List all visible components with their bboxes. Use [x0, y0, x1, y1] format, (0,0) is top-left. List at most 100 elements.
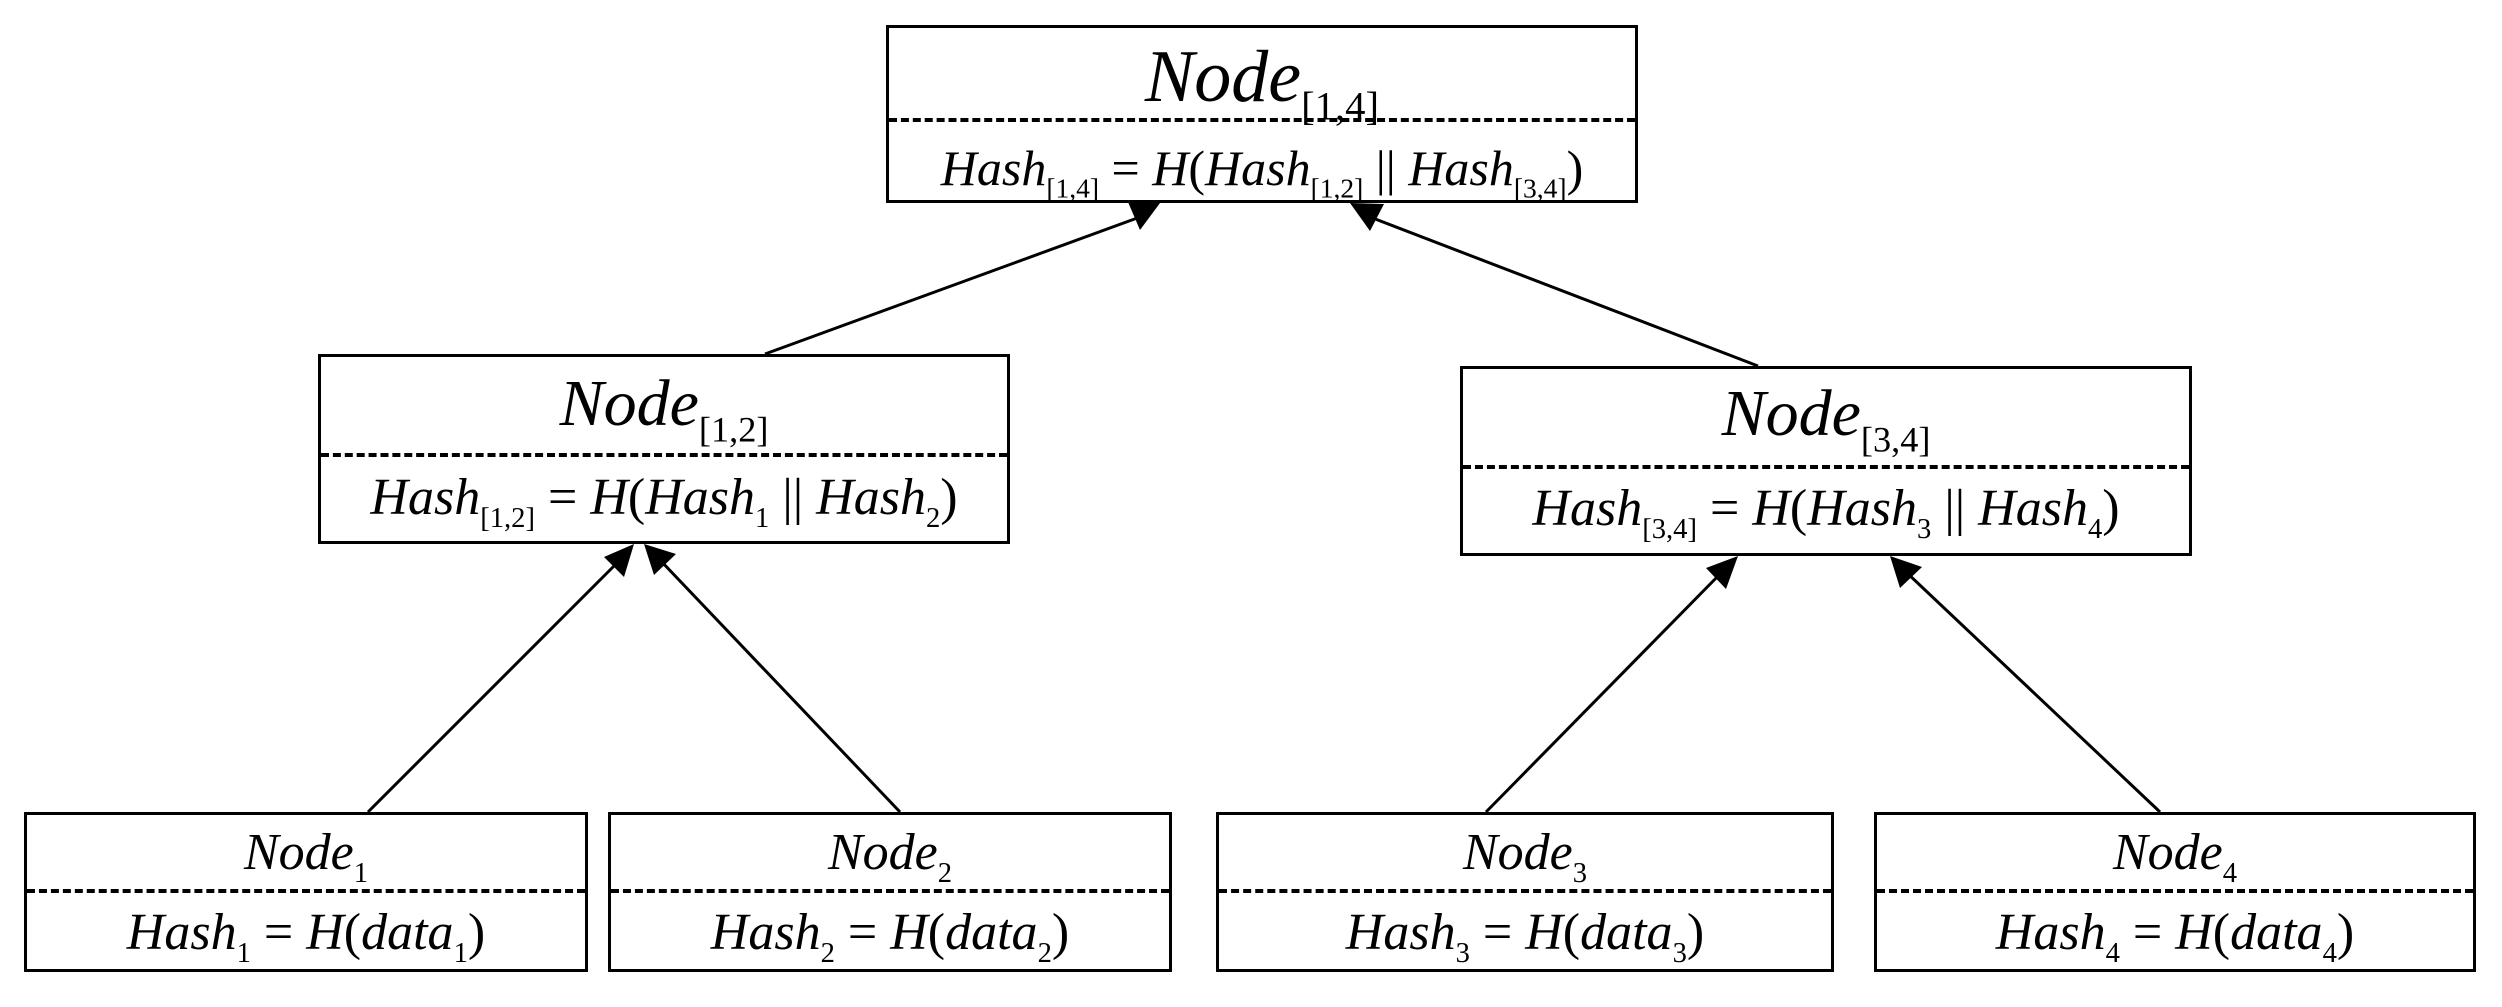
- formula-arg-a: Hash: [645, 469, 756, 526]
- formula-data-subscript: 2: [1037, 937, 1052, 969]
- formula-open-paren: (: [1188, 140, 1205, 196]
- formula-lhs-subscript: [1,2]: [480, 502, 536, 534]
- formula-hash-function: H: [590, 469, 628, 526]
- leaf-node-3-formula: Hash3 = H(data3): [1219, 907, 1831, 968]
- arrowhead-n4-to-n34: [1890, 556, 1922, 588]
- leaf-node-4: Node4 Hash4 = H(data4): [1874, 812, 2476, 972]
- formula-data-arg: data: [2230, 904, 2323, 961]
- leaf-subscript: 4: [2222, 857, 2238, 889]
- leaf-node-1-title: Node1: [27, 827, 585, 888]
- formula-equals: =: [847, 904, 878, 961]
- formula-lhs: Hash: [126, 904, 237, 961]
- node-1-2-divider: [321, 453, 1007, 457]
- leaf-label: Node: [2112, 824, 2223, 881]
- leaf-node-1: Node1 Hash1 = H(data1): [24, 812, 588, 972]
- formula-equals: =: [1482, 904, 1513, 961]
- formula-hash-function: H: [1752, 480, 1790, 537]
- leaf-subscript: 3: [1572, 857, 1588, 889]
- formula-equals: =: [1111, 140, 1140, 196]
- node-root-formula: Hash[1,4] = H(Hash[1,2] || Hash[3,4]): [889, 143, 1635, 202]
- formula-arg-b-subscript: 2: [925, 502, 941, 534]
- formula-lhs: Hash: [1532, 480, 1643, 537]
- formula-concat: ||: [1944, 480, 1966, 537]
- node-root: Node[1,4] Hash[1,4] = H(Hash[1,2] || Has…: [886, 25, 1638, 203]
- arrowhead-n1-to-n12: [604, 544, 634, 577]
- formula-arg-a: Hash: [1807, 480, 1918, 537]
- formula-data-subscript: 4: [2322, 937, 2337, 969]
- leaf-node-2-title: Node2: [611, 827, 1169, 888]
- formula-equals: =: [548, 469, 578, 526]
- formula-equals: =: [1710, 480, 1740, 537]
- leaf-node-4-title: Node4: [1877, 827, 2473, 888]
- leaf-node-1-divider: [27, 889, 585, 893]
- leaf-subscript: 2: [937, 857, 953, 889]
- formula-close-paren: ): [467, 904, 486, 961]
- formula-concat: ||: [1375, 140, 1396, 196]
- formula-arg-a-subscript: [1,2]: [1310, 172, 1364, 204]
- node-root-divider: [889, 118, 1635, 122]
- leaf-node-2-divider: [611, 889, 1169, 893]
- arrowhead-n3-to-n34: [1706, 556, 1738, 589]
- formula-close-paren: ): [1566, 140, 1584, 196]
- node-3-4-formula: Hash[3,4] = H(Hash3 || Hash4): [1463, 483, 2189, 544]
- leaf-subscript: 1: [353, 857, 369, 889]
- formula-arg-b: Hash: [1408, 140, 1514, 196]
- formula-equals: =: [263, 904, 294, 961]
- formula-close-paren: ): [1686, 904, 1705, 961]
- formula-close-paren: ): [2336, 904, 2355, 961]
- leaf-node-2: Node2 Hash2 = H(data2): [608, 812, 1172, 972]
- leaf-label: Node: [243, 824, 354, 881]
- formula-hash-function: H: [2175, 904, 2213, 961]
- formula-hash-function: H: [306, 904, 344, 961]
- leaf-label: Node: [827, 824, 938, 881]
- edge-n1-to-n12: [366, 558, 622, 814]
- formula-lhs: Hash: [710, 904, 821, 961]
- formula-arg-b: Hash: [1978, 480, 2088, 537]
- edge-n3-to-n34: [1484, 570, 1724, 814]
- formula-arg-b-subscript: 4: [2087, 513, 2103, 545]
- formula-hash-function: H: [1525, 904, 1563, 961]
- formula-close-paren: ): [2102, 480, 2120, 537]
- formula-arg-b: Hash: [816, 469, 926, 526]
- formula-lhs: Hash: [1995, 904, 2106, 961]
- node-1-2: Node[1,2] Hash[1,2] = H(Hash1 || Hash2): [318, 354, 1010, 544]
- formula-hash-function: H: [890, 904, 928, 961]
- node-root-title: Node[1,4]: [889, 40, 1635, 127]
- node-3-4-divider: [1463, 465, 2189, 469]
- arrowhead-n34-to-root: [1350, 203, 1384, 231]
- formula-lhs: Hash: [370, 469, 481, 526]
- formula-data-arg: data: [1580, 904, 1673, 961]
- formula-arg-a-subscript: 1: [755, 502, 770, 534]
- leaf-node-4-divider: [1877, 889, 2473, 893]
- arrowhead-n12-to-root: [1128, 202, 1160, 230]
- formula-concat: ||: [782, 469, 804, 526]
- formula-open-paren: (: [1562, 904, 1581, 961]
- formula-lhs-subscript: 4: [2105, 937, 2120, 969]
- formula-lhs: Hash: [940, 140, 1047, 196]
- leaf-node-3: Node3 Hash3 = H(data3): [1216, 812, 1834, 972]
- node-1-2-subscript: [1,2]: [698, 409, 769, 450]
- node-3-4-title: Node[3,4]: [1463, 381, 2189, 458]
- edge-n2-to-n12: [658, 558, 902, 814]
- formula-close-paren: ): [940, 469, 958, 526]
- edge-n12-to-root: [764, 215, 1141, 356]
- node-3-4-label: Node: [1721, 377, 1861, 450]
- formula-lhs-subscript: 1: [236, 937, 251, 969]
- formula-lhs: Hash: [1345, 904, 1456, 961]
- formula-equals: =: [2132, 904, 2163, 961]
- formula-data-arg: data: [361, 904, 454, 961]
- formula-lhs-subscript: [3,4]: [1642, 513, 1698, 545]
- edge-n34-to-root: [1369, 215, 1759, 368]
- edge-n4-to-n34: [1904, 570, 2162, 814]
- formula-open-paren: (: [627, 469, 646, 526]
- formula-data-subscript: 3: [1672, 937, 1687, 969]
- formula-open-paren: (: [2212, 904, 2231, 961]
- leaf-label: Node: [1462, 824, 1573, 881]
- leaf-node-2-formula: Hash2 = H(data2): [611, 907, 1169, 968]
- arrowhead-n2-to-n12: [644, 544, 676, 575]
- formula-hash-function: H: [1152, 140, 1189, 196]
- node-1-2-formula: Hash[1,2] = H(Hash1 || Hash2): [321, 472, 1007, 533]
- formula-arg-a-subscript: 3: [1917, 513, 1932, 545]
